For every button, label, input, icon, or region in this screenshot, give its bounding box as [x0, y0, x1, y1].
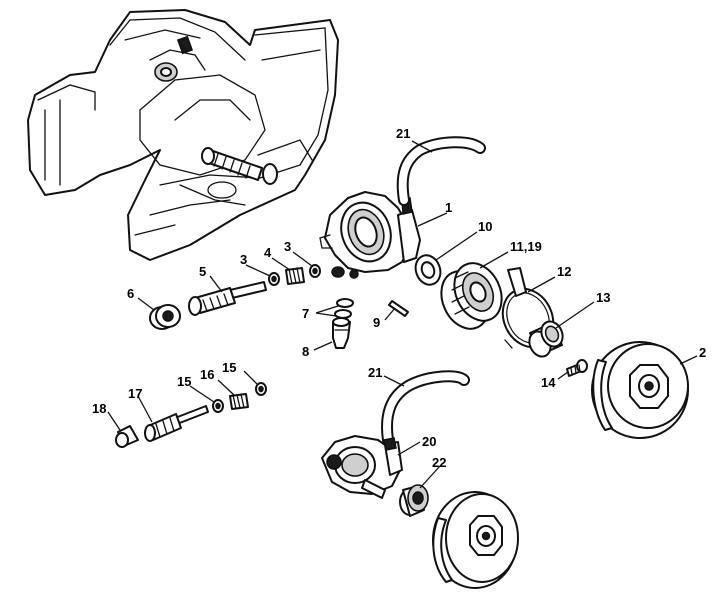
washer-3b [309, 264, 321, 278]
pin-9 [388, 300, 409, 317]
clutch-drum-2 [591, 341, 689, 439]
screw-14 [566, 359, 588, 377]
worm-gear [440, 262, 503, 330]
callout-11-19: 11,19 [510, 239, 542, 254]
callout-8: 8 [302, 344, 309, 359]
callout-22: 22 [432, 455, 446, 470]
callout-14: 14 [541, 375, 556, 390]
washer-3a [268, 272, 280, 286]
callout-labels: 21 1 10 11,19 12 13 2 14 3 4 3 5 6 7 8 9… [92, 126, 706, 470]
callout-16: 16 [200, 367, 214, 382]
callout-15b: 15 [222, 360, 236, 375]
callout-6: 6 [127, 286, 134, 301]
callout-17: 17 [128, 386, 142, 401]
adjusting-bolt-17 [144, 405, 209, 442]
leader-lines [107, 140, 698, 489]
callout-7: 7 [302, 306, 309, 321]
oil-hose-lower [381, 370, 470, 446]
callout-13: 13 [596, 290, 610, 305]
callout-21-upper: 21 [396, 126, 410, 141]
callout-4: 4 [264, 245, 272, 260]
callout-20: 20 [422, 434, 436, 449]
worm-22 [399, 484, 429, 517]
callout-3a: 3 [240, 252, 247, 267]
cap-18 [115, 425, 139, 448]
bushing [528, 320, 564, 358]
callout-9: 9 [373, 315, 380, 330]
callout-1: 1 [445, 200, 452, 215]
washer-15a [212, 399, 224, 413]
washer-15b [255, 382, 267, 396]
oil-pump-20 [321, 435, 403, 499]
engine-housing [27, 9, 339, 261]
adjusting-bolt-5 [188, 281, 267, 316]
sprocket-drum [432, 491, 519, 589]
callout-21-lower: 21 [368, 365, 382, 380]
nut-6 [149, 304, 181, 330]
valve-8 [332, 317, 351, 349]
callout-2: 2 [699, 345, 706, 360]
callout-18: 18 [92, 401, 106, 416]
callout-10: 10 [478, 219, 492, 234]
callout-12: 12 [557, 264, 571, 279]
oil-hose-upper [396, 136, 486, 206]
callout-15a: 15 [177, 374, 191, 389]
spring-16 [229, 393, 249, 410]
washer-10 [414, 254, 442, 286]
callout-5: 5 [199, 264, 206, 279]
spring-4 [285, 267, 305, 285]
oil-pump [319, 191, 421, 279]
o-rings-7 [334, 298, 354, 319]
callout-3b: 3 [284, 239, 291, 254]
